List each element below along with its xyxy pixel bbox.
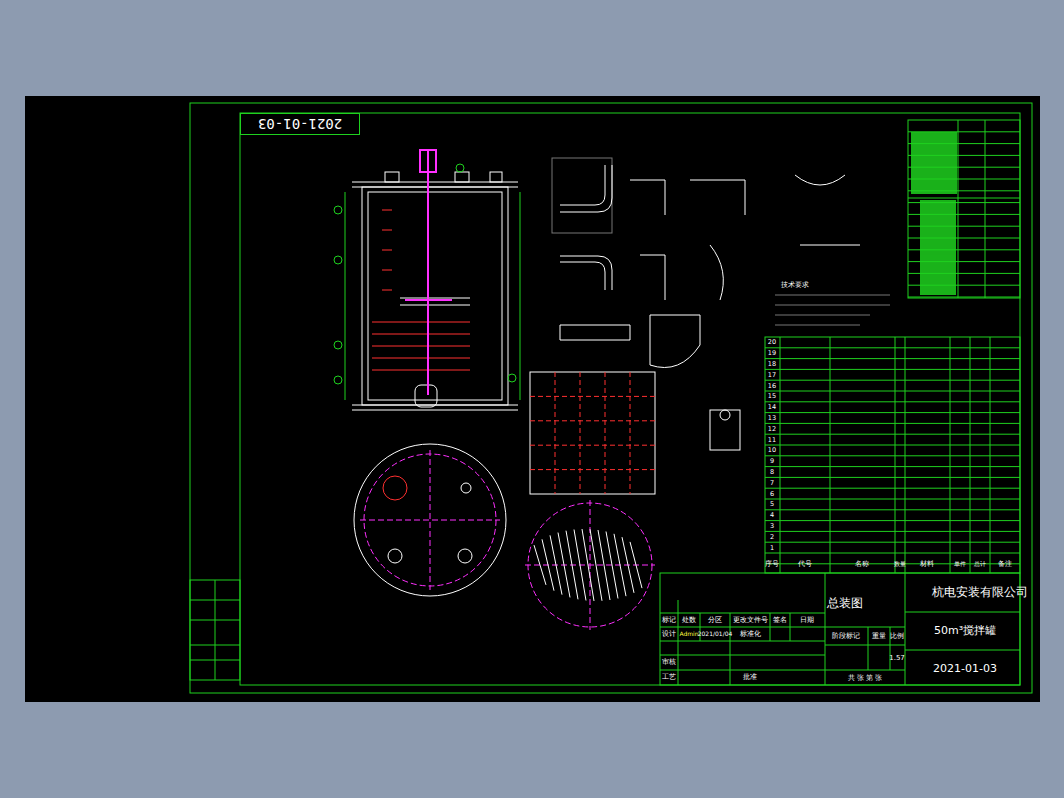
item-number: 11 xyxy=(768,436,776,443)
list-header: 序号 xyxy=(765,561,779,568)
table-header: 比例 xyxy=(890,633,904,640)
item-number: 18 xyxy=(768,361,776,368)
table-header: 阶段标记 xyxy=(832,633,860,640)
drawing-date: 2021-01-03 xyxy=(933,663,997,674)
table-cell: Admin xyxy=(679,631,698,637)
item-number: 7 xyxy=(770,480,774,487)
date-stamp-box: 2021-01-03 xyxy=(240,113,360,135)
item-number: 8 xyxy=(770,469,774,476)
table-header: 重量 xyxy=(872,633,886,640)
item-number: 17 xyxy=(768,372,776,379)
item-number: 2 xyxy=(770,534,774,541)
table-header: 批准 xyxy=(743,674,757,681)
table-header: 分区 xyxy=(708,617,722,624)
item-number: 16 xyxy=(768,382,776,389)
notes-heading: 技术要求 xyxy=(781,282,809,289)
item-number: 15 xyxy=(768,393,776,400)
table-header: 处数 xyxy=(682,617,696,624)
table-cell: 2021/01/04 xyxy=(698,631,733,637)
table-header: 审核 xyxy=(662,659,676,666)
item-number: 9 xyxy=(770,458,774,465)
table-header: 日期 xyxy=(800,617,814,624)
list-header: 材料 xyxy=(920,561,934,568)
table-header: 签名 xyxy=(773,617,787,624)
table-header: 更改文件号 xyxy=(733,617,768,624)
date-text: 2021-01-03 xyxy=(258,116,342,132)
item-number: 10 xyxy=(768,447,776,454)
table-header: 标准化 xyxy=(740,631,761,638)
table-header: 工艺 xyxy=(662,674,676,681)
item-number: 19 xyxy=(768,350,776,357)
table-header: 设计 xyxy=(662,631,676,638)
company-name: 杭电安装有限公司 xyxy=(932,586,1028,598)
item-number: 3 xyxy=(770,523,774,530)
list-header: 代号 xyxy=(798,561,812,568)
product-name: 50m³搅拌罐 xyxy=(934,625,996,636)
list-header: 名称 xyxy=(855,561,869,568)
item-number: 6 xyxy=(770,490,774,497)
sheet-count: 共 张 第 张 xyxy=(848,675,883,682)
drawing-title: 总装图 xyxy=(827,597,863,609)
list-header: 单件 xyxy=(954,561,966,567)
list-header: 备注 xyxy=(998,561,1012,568)
item-number: 5 xyxy=(770,501,774,508)
item-number: 14 xyxy=(768,404,776,411)
list-header: 总计 xyxy=(974,561,986,567)
item-number: 12 xyxy=(768,426,776,433)
list-header: 数量 xyxy=(894,561,906,567)
item-number: 4 xyxy=(770,512,774,519)
item-number: 1 xyxy=(770,544,774,551)
table-header: 标记 xyxy=(662,617,676,624)
item-number: 13 xyxy=(768,415,776,422)
item-number: 20 xyxy=(768,339,776,346)
scale-value: 1.57 xyxy=(889,655,905,662)
